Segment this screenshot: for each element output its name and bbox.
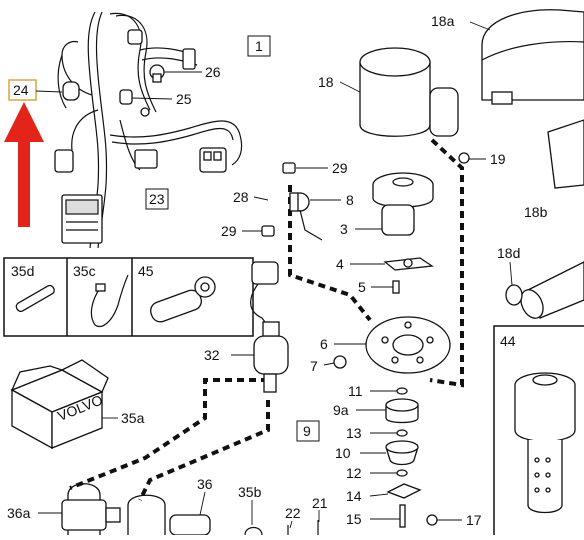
accessory-panel [3,257,254,337]
fuel-pump [250,261,289,393]
callout-35c: 35c [73,263,96,279]
callout-1: 1 [255,38,263,54]
callout-6: 6 [320,336,328,352]
wiring-harness [54,11,243,249]
callout-18b: 18b [524,204,548,220]
callout-11: 11 [348,383,363,399]
callout-32: 32 [204,347,220,363]
fuel-line [261,119,323,241]
callout-3: 3 [340,221,348,237]
cover-18a [481,9,584,105]
callout-13: 13 [346,425,362,441]
callout-18d: 18d [497,245,520,261]
callout-17: 17 [466,512,482,528]
callout-15: 15 [346,511,362,527]
heater-assembly [333,47,470,528]
callout-7: 7 [310,358,318,374]
callout-29-upper: 29 [332,160,348,176]
callout-19: 19 [490,151,506,167]
callout-23: 23 [149,191,165,207]
callout-10: 10 [335,445,351,461]
duct-18b [547,119,584,189]
callout-14: 14 [346,488,362,504]
callout-1-box [247,35,271,57]
callout-44: 44 [500,333,516,349]
callout-12: 12 [346,465,362,481]
dashed-route-left [69,378,268,490]
callout-35b: 35b [238,484,262,500]
volvo-kit-box: VOLVO [10,359,109,450]
callout-36a: 36a [7,505,31,521]
callout-9: 9 [303,423,311,439]
dashed-route-heater [429,138,464,388]
callout-35d: 35d [11,263,34,279]
callout-36: 36 [197,476,213,492]
callout-24-box [8,79,37,101]
callout-45: 45 [138,263,154,279]
callout-24: 24 [13,82,29,98]
dashed-route-pump [288,185,372,322]
callout-18a: 18a [431,13,455,29]
callout-25: 25 [176,91,192,107]
highlight-arrow [4,102,44,227]
callout-21: 21 [312,495,328,511]
callout-5: 5 [358,279,366,295]
callout-26: 26 [205,64,221,80]
callout-18: 18 [318,74,334,90]
callout-4: 4 [336,256,344,272]
dashed-route-right [138,400,270,501]
hose-clamps [61,483,319,536]
callout-22: 22 [285,505,301,521]
callout-28: 28 [233,189,249,205]
hose-18d [505,261,584,319]
callout-9-box [296,420,320,442]
callout-23-box [145,188,169,210]
callout-35a: 35a [121,410,145,426]
callout-9a: 9a [333,402,349,418]
detail-panel-44 [493,325,584,540]
callout-29-lower: 29 [221,223,237,239]
callout-8: 8 [346,192,354,208]
